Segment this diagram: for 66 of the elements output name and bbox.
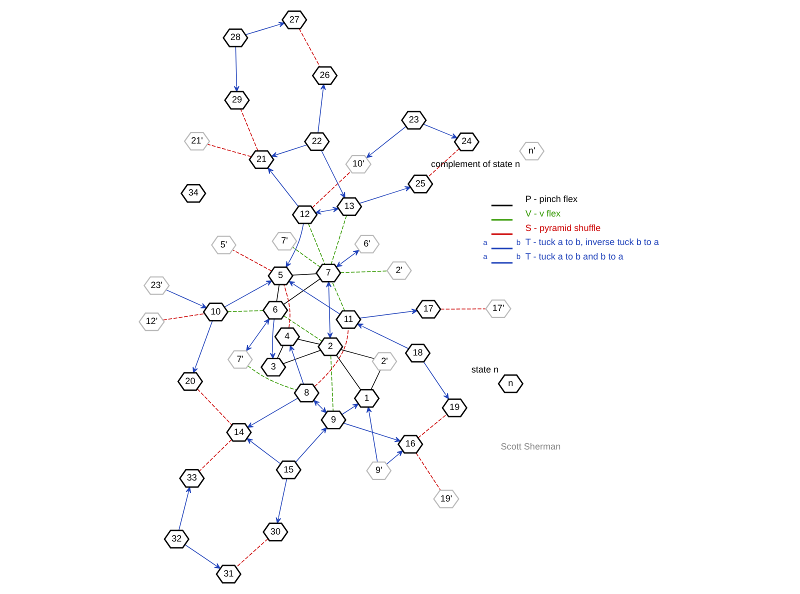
arrow xyxy=(246,438,282,464)
connector xyxy=(416,452,441,490)
connector xyxy=(428,148,460,178)
connector xyxy=(283,315,322,342)
legend-label: T - tuck a to b and b to a xyxy=(525,252,624,262)
arrow xyxy=(423,362,449,400)
connector xyxy=(197,388,232,426)
connector xyxy=(340,349,374,359)
label: b xyxy=(516,238,521,247)
arrow xyxy=(270,318,276,359)
legend-label: V - v flex xyxy=(525,208,561,218)
node-label: state n xyxy=(471,364,499,374)
label: b xyxy=(516,252,521,262)
arrow xyxy=(422,124,458,138)
connector xyxy=(277,345,284,359)
connector xyxy=(440,308,486,310)
connector xyxy=(227,310,264,312)
connector xyxy=(330,215,347,265)
connector xyxy=(207,144,252,158)
arrow xyxy=(178,486,192,531)
legend-label: P - pinch flex xyxy=(525,194,578,204)
legend-label: S - pyramid shuffle xyxy=(525,222,601,233)
connector xyxy=(236,538,268,568)
connector xyxy=(199,439,232,472)
arrow xyxy=(184,544,220,569)
connector xyxy=(312,171,352,208)
connector xyxy=(282,350,322,364)
connector xyxy=(418,414,448,438)
arrow xyxy=(366,126,406,158)
connector xyxy=(292,246,321,268)
arrow xyxy=(286,223,304,268)
arrow xyxy=(343,422,401,442)
connector xyxy=(330,355,334,412)
connector xyxy=(340,270,388,274)
arrow xyxy=(245,22,285,36)
connector xyxy=(314,328,349,387)
arrow xyxy=(320,150,346,198)
arrow xyxy=(336,250,360,268)
connector xyxy=(162,313,205,320)
connector xyxy=(370,370,381,390)
arrow xyxy=(246,318,270,352)
arrow xyxy=(295,427,328,463)
arrow xyxy=(357,324,410,350)
connector xyxy=(276,284,280,302)
connector xyxy=(332,281,346,312)
legend-label: T - tuck a to b, inverse tuck b to a xyxy=(525,237,659,248)
arrow xyxy=(289,345,304,385)
label: a xyxy=(483,238,488,247)
arrow xyxy=(271,144,308,158)
connector xyxy=(298,28,320,68)
arrow xyxy=(366,406,378,462)
connector xyxy=(297,338,320,345)
connector xyxy=(336,355,362,390)
connector xyxy=(240,108,258,152)
node-label: complement of state n xyxy=(431,159,520,170)
arrow xyxy=(342,404,359,415)
connector xyxy=(292,273,318,276)
connector xyxy=(284,284,290,328)
connector xyxy=(248,366,297,390)
connector xyxy=(308,223,326,265)
arrow xyxy=(268,168,299,207)
connector xyxy=(232,250,272,272)
label: a xyxy=(483,252,488,262)
label: Scott Sherman xyxy=(500,442,561,452)
connector xyxy=(283,278,320,305)
arrow xyxy=(386,450,403,465)
